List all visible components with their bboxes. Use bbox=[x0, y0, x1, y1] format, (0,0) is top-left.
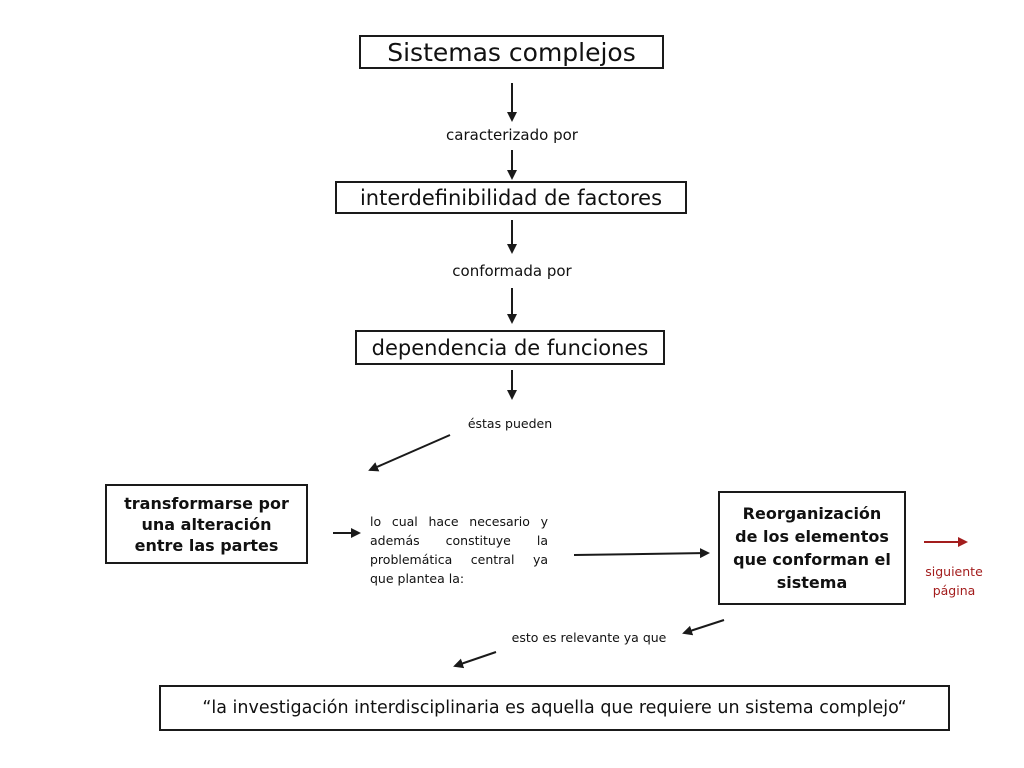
node-reorganizacion-line-2: de los elementos bbox=[735, 527, 889, 546]
node-interdefinibilidad: interdefinibilidad de factores bbox=[335, 181, 687, 214]
node-reorganizacion: Reorganización de los elementos que conf… bbox=[718, 491, 906, 605]
lo-cual-line-2: además constituye la bbox=[370, 533, 548, 548]
node-reorganizacion-line-3: que conforman el bbox=[733, 550, 891, 569]
lo-cual-line-4: que plantea la: bbox=[370, 571, 465, 586]
node-transformarse-line-3: entre las partes bbox=[134, 535, 279, 555]
arrow-relevante-to-cita bbox=[453, 651, 497, 669]
node-sistemas-complejos-text: Sistemas complejos bbox=[387, 37, 636, 67]
next-page-link[interactable]: siguiente página bbox=[914, 562, 994, 600]
edge-label-conformada: conformada por bbox=[452, 262, 572, 280]
node-reorganizacion-line-4: sistema bbox=[776, 573, 848, 592]
arrow-estas-to-transformarse bbox=[368, 434, 451, 472]
edge-label-lo-cual: lo cual hace necesario y además constitu… bbox=[370, 512, 548, 588]
node-dependencia-text: dependencia de funciones bbox=[371, 335, 649, 360]
node-transformarse-line-1: transformarse por bbox=[124, 493, 289, 513]
node-dependencia: dependencia de funciones bbox=[355, 330, 665, 365]
lo-cual-line-1: lo cual hace necesario y bbox=[370, 514, 548, 529]
node-sistemas-complejos: Sistemas complejos bbox=[359, 35, 664, 69]
arrow-reorganizacion-to-relevante bbox=[682, 619, 725, 636]
edge-label-relevante: esto es relevante ya que bbox=[511, 630, 667, 645]
lo-cual-line-3: problemática central ya bbox=[370, 552, 548, 567]
node-cita-text: “la investigación interdisciplinaria es … bbox=[202, 698, 907, 718]
next-page-line-2: página bbox=[932, 583, 976, 598]
edge-label-estas: éstas pueden bbox=[467, 416, 553, 431]
edge-label-caracterizado: caracterizado por bbox=[446, 126, 578, 144]
node-cita: “la investigación interdisciplinaria es … bbox=[159, 685, 950, 731]
node-reorganizacion-line-1: Reorganización bbox=[742, 504, 882, 523]
node-transformarse: transformarse por una alteración entre l… bbox=[105, 484, 308, 564]
node-interdefinibilidad-text: interdefinibilidad de factores bbox=[359, 185, 663, 210]
arrow-text-to-reorganizacion bbox=[573, 548, 710, 559]
next-page-line-1: siguiente bbox=[925, 564, 983, 579]
node-transformarse-line-2: una alteración bbox=[141, 514, 272, 534]
